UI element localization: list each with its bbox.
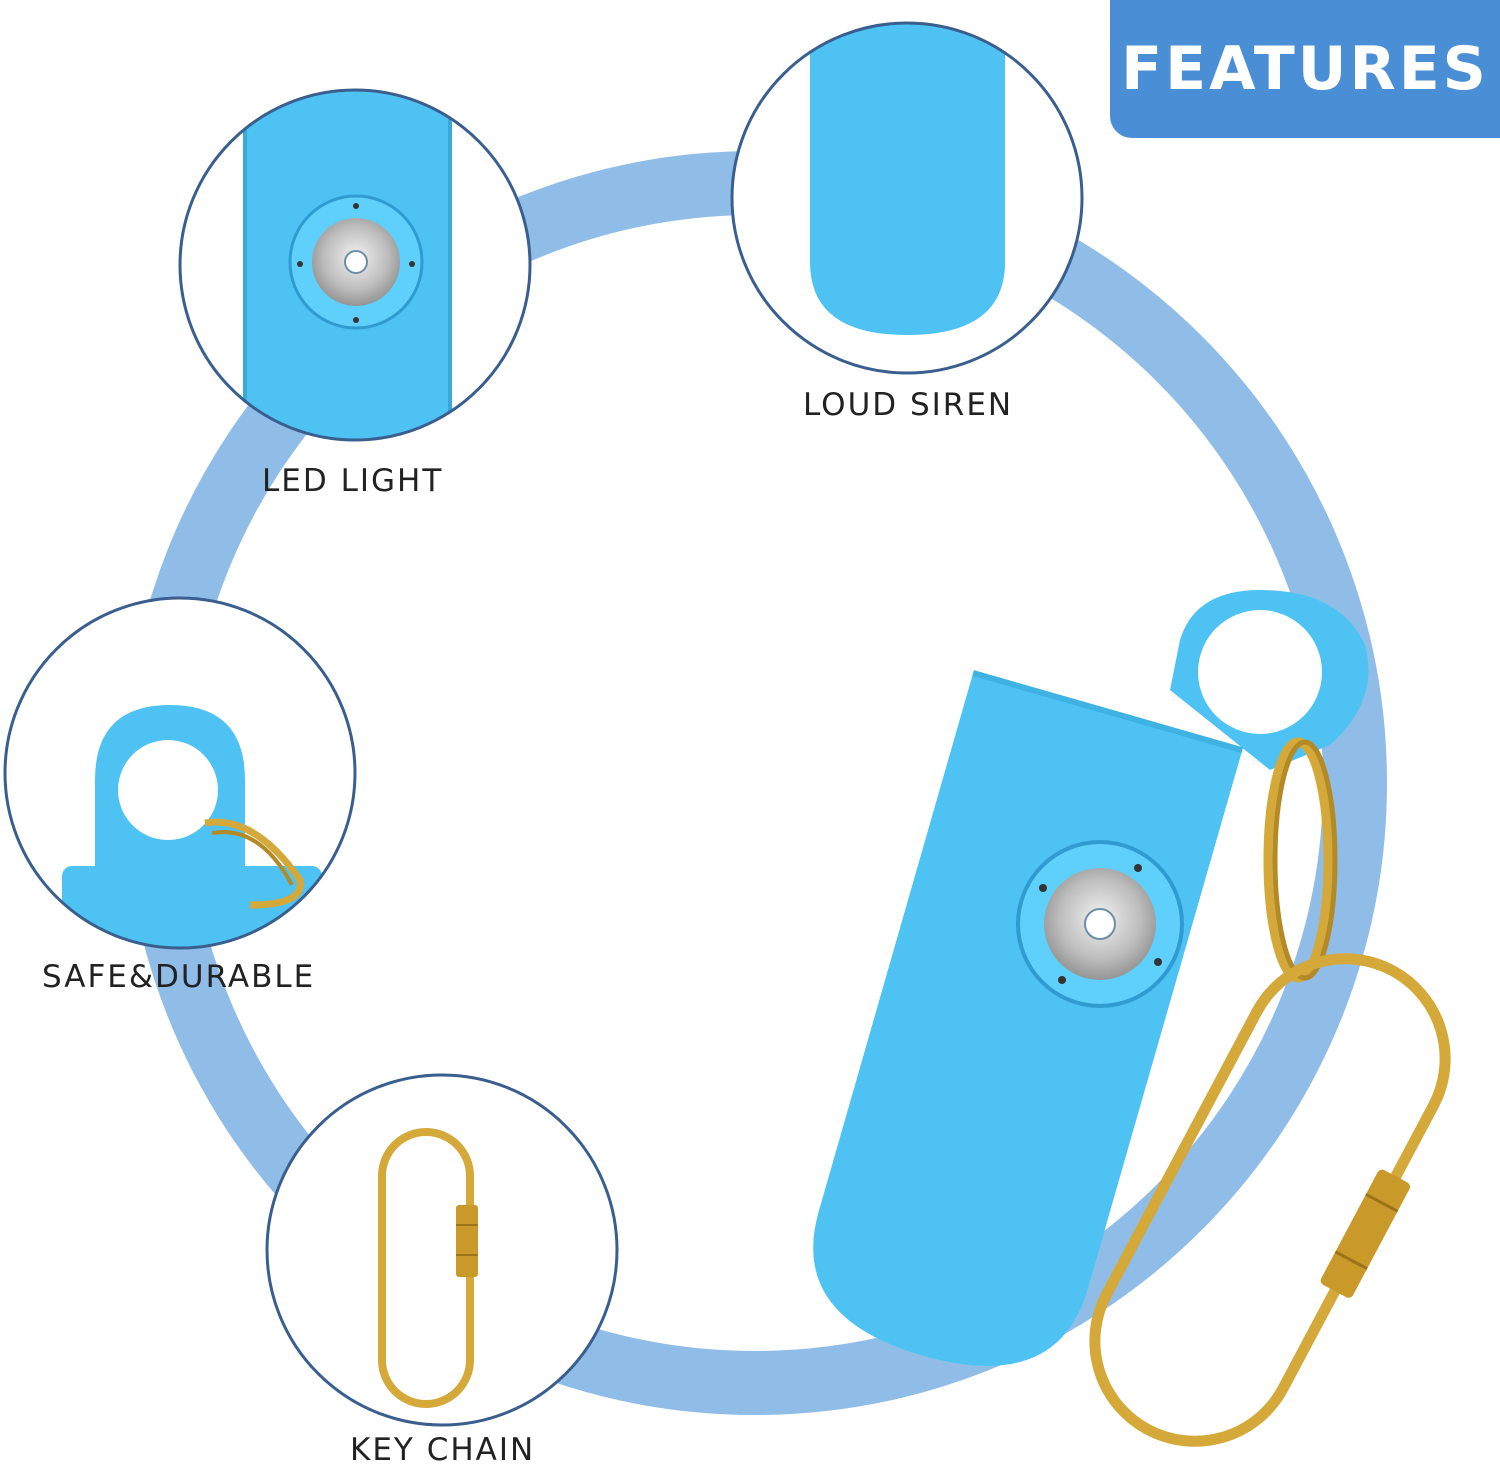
lanyard-loop-icon (62, 705, 322, 948)
safe-durable-detail (3, 596, 357, 950)
feature-label-durable: SAFE&DURABLE (42, 959, 316, 995)
led-light-detail (178, 88, 532, 442)
features-badge: FEATURES (1110, 0, 1500, 138)
led-light-icon (288, 194, 424, 330)
loud-siren-detail (730, 21, 1084, 375)
siren-button-icon (810, 23, 1005, 335)
key-chain-detail (265, 1073, 619, 1427)
carabiner-icon (378, 1128, 478, 1408)
personal-alarm-keychain-icon (813, 590, 1451, 1447)
feature-label-siren: LOUD SIREN (803, 387, 1014, 423)
feature-label-led: LED LIGHT (262, 463, 444, 499)
feature-label-keychain: KEY CHAIN (350, 1432, 536, 1468)
